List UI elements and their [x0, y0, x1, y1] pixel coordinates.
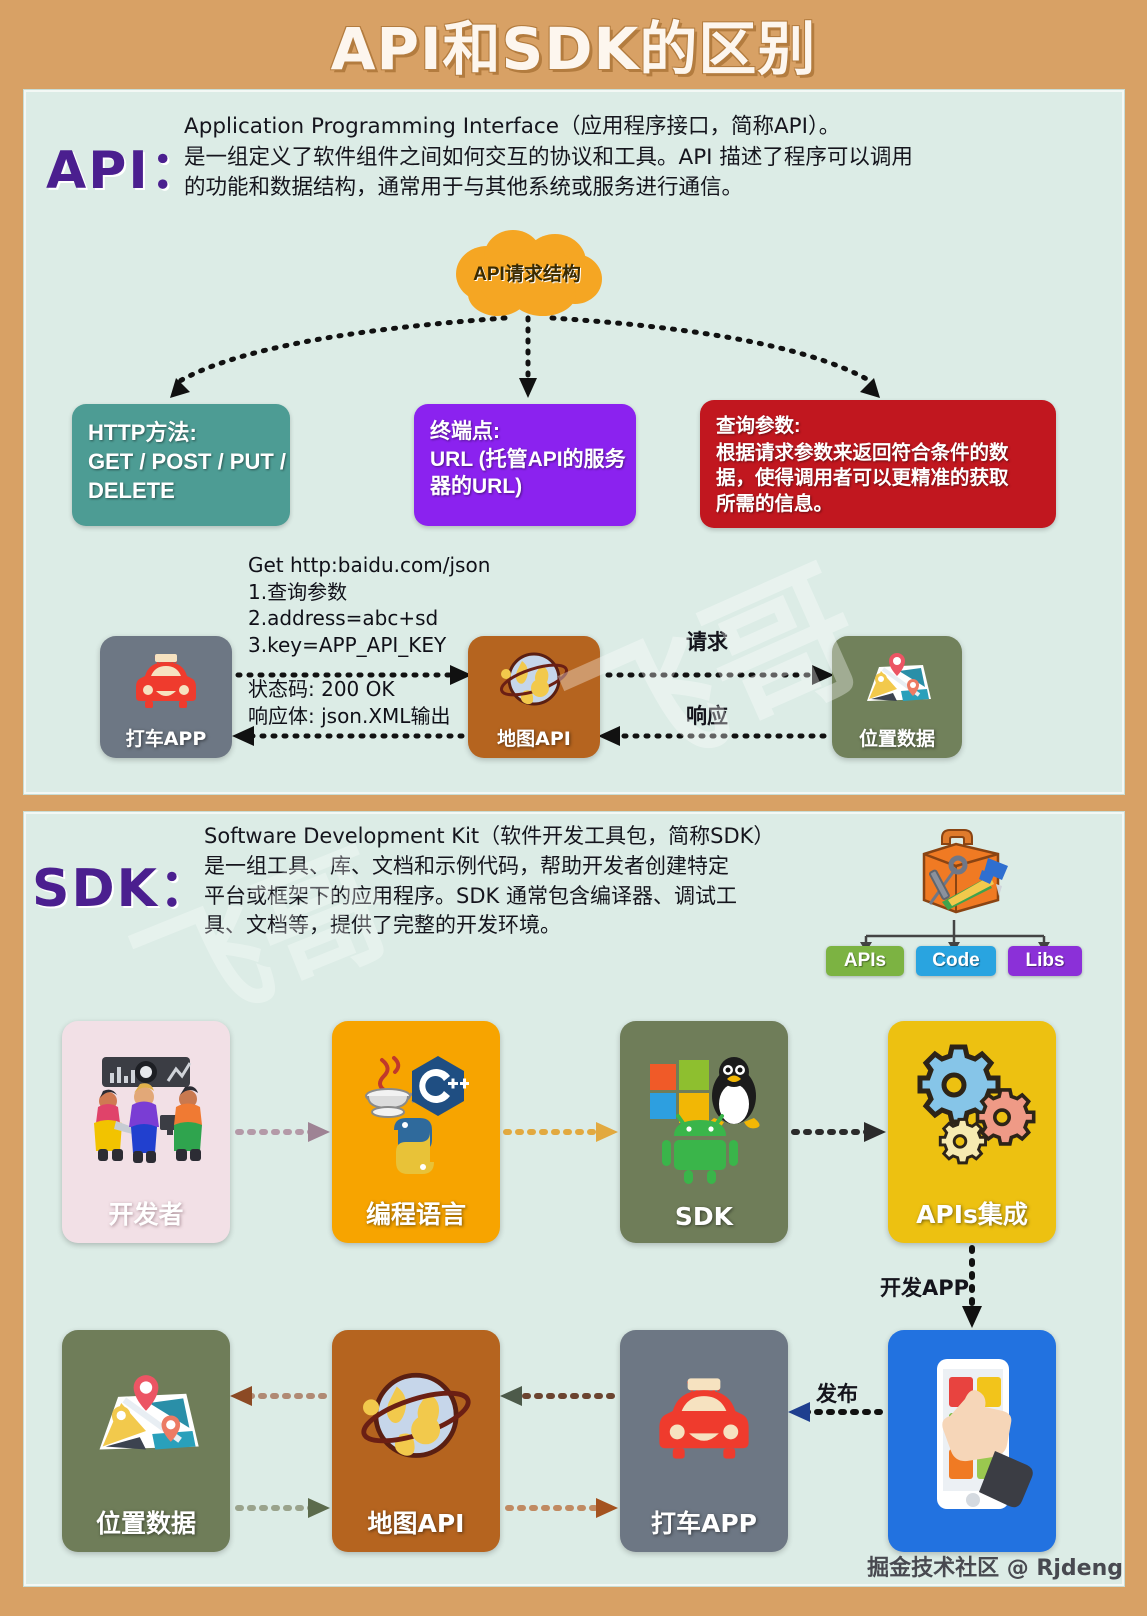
tile-programming-language: 编程语言 [332, 1021, 500, 1243]
card-query-heading: 查询参数: [716, 415, 801, 437]
tile-label: 位置数据 [858, 728, 935, 750]
api-description: Application Programming Interface（应用程序接口… [184, 112, 913, 204]
tile-location-data-api: 位置数据 [832, 636, 962, 758]
sdk-description: Software Development Kit（软件开发工具包，简称SDK） … [204, 822, 774, 941]
card-endpoint-line-1: 终端点: [430, 420, 500, 443]
edge-label-response: 响应 [686, 704, 728, 728]
request-note-line-4: 3.key=APP_API_KEY [248, 632, 447, 657]
tile-apis-integration: APIs集成 [888, 1021, 1056, 1243]
card-query-line-3: 所需的信息。 [716, 493, 834, 516]
language-logos-icon [332, 1021, 500, 1195]
tile-taxi-app-sdk: TAXI 打车APP [620, 1330, 788, 1552]
title-banner: API和SDK的区别 [0, 0, 1147, 88]
tile-label: SDK [674, 1202, 734, 1231]
phone-tap-icon [888, 1330, 1056, 1540]
card-http-method: HTTP方法: GET / POST / PUT / DELETE [72, 404, 290, 526]
tile-map-api-api: 地图API [468, 636, 600, 758]
api-request-structure-cloud: API请求结构 [448, 228, 606, 316]
badge-libs: Libs [1008, 946, 1082, 976]
api-description-line-2: 是一组定义了软件组件之间如何交互的协议和工具。API 描述了程序可以调用 [184, 144, 913, 170]
tile-taxi-app-api: TAXI 打车APP [100, 636, 232, 758]
taxi-icon: TAXI [620, 1330, 788, 1504]
tile-label: 打车APP [125, 728, 207, 750]
response-note-line-1: 状态码: 200 OK [248, 677, 395, 701]
card-query-line-1: 根据请求参数来返回符合条件的数 [716, 441, 1009, 464]
card-query-line-2: 据，使得调用者可以更精准的获取 [716, 467, 1009, 490]
card-endpoint: 终端点: URL (托管API的服务 器的URL) [414, 404, 636, 526]
edge-label-develop-app: 开发APP [880, 1276, 970, 1300]
request-note-line-3: 2.address=abc+sd [248, 606, 439, 631]
card-http-line-1: HTTP方法: [88, 420, 197, 445]
globe-orbit-icon [332, 1330, 500, 1504]
tile-location-data-sdk: 位置数据 [62, 1330, 230, 1552]
card-endpoint-line-2: URL (托管API的服务 [430, 447, 626, 471]
request-note-line-2: 1.查询参数 [248, 579, 348, 604]
tile-label: APIs集成 [916, 1200, 1028, 1229]
api-description-line-3: 的功能和数据结构，通常用于与其他系统或服务进行通信。 [184, 175, 744, 201]
card-query-params: 查询参数: 根据请求参数来返回符合条件的数 据，使得调用者可以更精准的获取 所需… [700, 400, 1056, 528]
tile-mobile-app [888, 1330, 1056, 1552]
taxi-icon: TAXI [100, 636, 232, 724]
tile-label: 地图API [367, 1509, 465, 1538]
platform-logos-icon [620, 1021, 788, 1202]
tile-sdk: SDK [620, 1021, 788, 1243]
tile-label: 打车APP [651, 1509, 757, 1538]
sdk-description-line-3: 平台或框架下的应用程序。SDK 通常包含编译器、调试工 [204, 883, 737, 908]
globe-orbit-icon [468, 636, 600, 724]
page-title: API和SDK的区别 [330, 15, 817, 83]
sdk-description-line-2: 是一组工具、库、文档和示例代码，帮助开发者创建特定 [204, 853, 729, 878]
sdk-description-line-4: 具、文档等，提供了完整的开发环境。 [204, 913, 561, 938]
tile-label: 地图API [497, 728, 571, 750]
author-watermark: 掘金技术社区 @ Rjdeng [867, 1556, 1123, 1581]
toolbox-icon [890, 818, 1020, 928]
tile-map-api-sdk: 地图API [332, 1330, 500, 1552]
gears-icon [888, 1021, 1056, 1195]
api-description-line-1: Application Programming Interface（应用程序接口… [184, 114, 841, 139]
tile-label: 开发者 [108, 1200, 184, 1229]
request-note-line-1: Get http:baidu.com/json [248, 553, 491, 577]
tile-developer: 开发者 [62, 1021, 230, 1243]
tile-label: 位置数据 [95, 1509, 196, 1538]
sdk-section-label: SDK： [32, 859, 213, 919]
tile-label: 编程语言 [365, 1200, 466, 1229]
api-section-label: API： [46, 141, 204, 201]
map-pin-icon [62, 1330, 230, 1504]
edge-label-request: 请求 [686, 630, 728, 654]
edge-label-publish: 发布 [816, 1382, 858, 1406]
response-note-line-2: 响应体: json.XML输出 [248, 703, 451, 728]
card-endpoint-line-3: 器的URL) [430, 475, 523, 499]
badge-code: Code [916, 946, 996, 976]
map-pin-icon [832, 636, 962, 724]
cloud-label: API请求结构 [473, 263, 581, 285]
response-note: 状态码: 200 OK 响应体: json.XML输出 [248, 676, 450, 729]
sdk-description-line-1: Software Development Kit（软件开发工具包，简称SDK） [204, 824, 775, 848]
card-http-line-3: DELETE [88, 478, 175, 504]
request-note: Get http:baidu.com/json 1.查询参数 2.address… [248, 552, 490, 658]
developers-team-icon [62, 1021, 230, 1195]
badge-apis: APIs [826, 946, 904, 976]
card-http-line-2: GET / POST / PUT / [88, 449, 287, 475]
